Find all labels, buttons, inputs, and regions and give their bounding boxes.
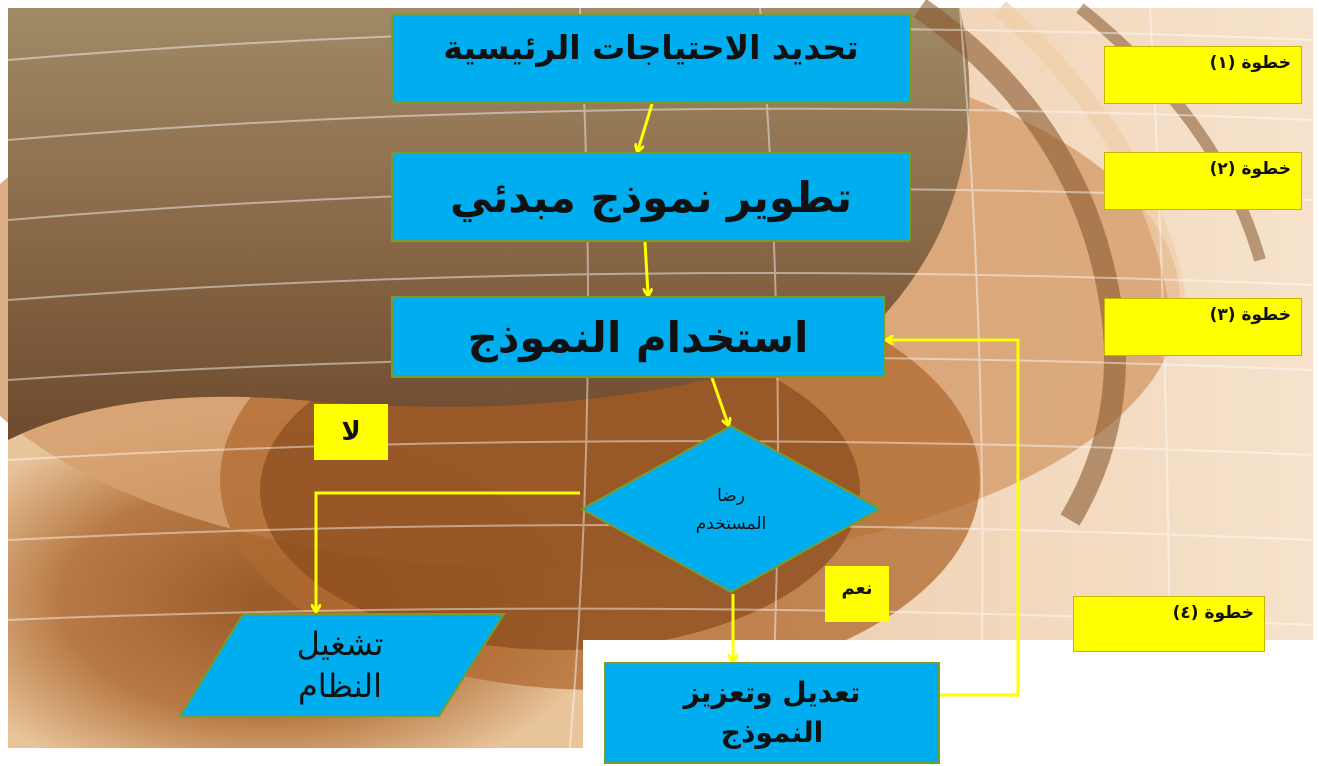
arrow-develop-to-use bbox=[645, 241, 648, 294]
operate-line2: النظام bbox=[297, 667, 383, 705]
box-develop-prototype: تطوير نموذج مبدئي bbox=[391, 152, 911, 242]
modify-line1: تعديل وتعزيز bbox=[683, 676, 861, 709]
label-no: لا bbox=[314, 404, 388, 460]
box-identify-needs: تحديد الاحتياجات الرئيسية bbox=[391, 14, 911, 104]
decision-text: رضا المستخدم bbox=[630, 470, 832, 550]
box-develop-prototype-label: تطوير نموذج مبدئي bbox=[450, 172, 852, 222]
box-use-prototype-label: استخدام النموذج bbox=[467, 312, 809, 362]
step-2-label: خطوة (٢) bbox=[1104, 152, 1302, 210]
decision-line1: رضا bbox=[717, 486, 745, 506]
arrow-identify-to-develop bbox=[638, 103, 654, 150]
decision-line2: المستخدم bbox=[695, 514, 767, 534]
modify-line2: النموذج bbox=[720, 716, 824, 749]
arrow-modify-back-to-use bbox=[888, 340, 1020, 697]
operate-parallelogram bbox=[178, 613, 506, 717]
arrow-decision-to-operate bbox=[316, 491, 580, 610]
operate-text: تشغيل النظام bbox=[215, 618, 465, 712]
label-yes: نعم bbox=[825, 566, 889, 622]
box-modify-enhance: تعديل وتعزيز النموذج bbox=[604, 662, 940, 764]
arrow-use-to-decision bbox=[710, 377, 728, 424]
operate-line1: تشغيل bbox=[296, 625, 384, 663]
box-identify-needs-label: تحديد الاحتياجات الرئيسية bbox=[443, 28, 859, 67]
box-use-prototype: استخدام النموذج bbox=[391, 296, 885, 378]
step-3-label: خطوة (٣) bbox=[1104, 298, 1302, 356]
step-1-label: خطوة (١) bbox=[1104, 46, 1302, 104]
step-4-label: خطوة (٤) bbox=[1073, 596, 1265, 652]
decision-diamond bbox=[580, 424, 882, 594]
